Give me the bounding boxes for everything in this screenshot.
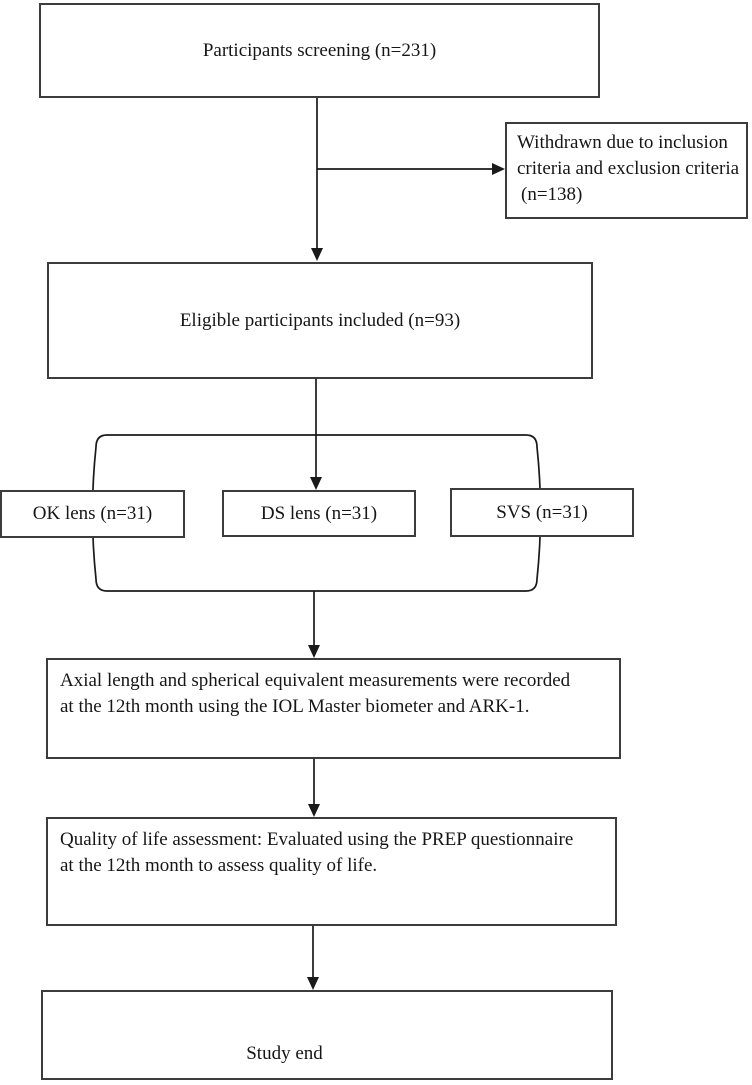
- participants-screening-label: Participants screening (n=231): [202, 39, 437, 61]
- connector-branch-to-withdrawn: [317, 163, 505, 175]
- arrow-down-icon: [310, 477, 322, 490]
- box-measurements: Axial length and spherical equivalent me…: [46, 658, 621, 759]
- svs-label: SVS (n=31): [496, 501, 588, 523]
- arrow-right-icon: [492, 163, 505, 175]
- arrow-down-icon: [308, 645, 320, 658]
- eligible-participants-label: Eligible participants included (n=93): [179, 309, 461, 331]
- box-quality-of-life: Quality of life assessment: Evaluated us…: [46, 817, 617, 926]
- arrow-down-icon: [307, 977, 319, 990]
- arrow-down-icon: [308, 804, 320, 817]
- box-ok-lens-group: OK lens (n=31): [0, 490, 185, 538]
- measurements-line-2: at the 12th month using the IOL Master b…: [60, 695, 530, 717]
- connector-qol-to-study-end: [307, 926, 319, 990]
- box-withdrawn: Withdrawn due to inclusion criteria and …: [505, 122, 748, 219]
- group-bracket-shape: [91, 434, 542, 592]
- connector-screening-to-eligible: [311, 98, 323, 261]
- box-ds-lens-group: DS lens (n=31): [222, 490, 416, 537]
- connector-groups-to-measurements: [308, 591, 320, 658]
- box-svs-group: SVS (n=31): [450, 488, 634, 537]
- connector-measurements-to-qol: [308, 759, 320, 817]
- connector-eligible-to-groups: [310, 379, 322, 490]
- arrow-down-icon: [311, 248, 323, 261]
- ds-lens-label: DS lens (n=31): [260, 502, 378, 524]
- withdrawn-line-2: criteria and exclusion criteria: [517, 158, 740, 179]
- quality-of-life-line-2: at the 12th month to assess quality of l…: [60, 854, 378, 876]
- withdrawn-line-1: Withdrawn due to inclusion: [517, 132, 728, 153]
- box-participants-screening: Participants screening (n=231): [39, 3, 600, 98]
- box-eligible-participants: Eligible participants included (n=93): [47, 262, 593, 379]
- withdrawn-line-3: (n=138): [521, 184, 583, 205]
- quality-of-life-line-1: Quality of life assessment: Evaluated us…: [60, 829, 574, 850]
- study-end-label: Study end: [246, 1043, 323, 1065]
- box-study-end: Study end: [41, 990, 613, 1080]
- measurements-line-1: Axial length and spherical equivalent me…: [60, 670, 571, 691]
- ok-lens-label: OK lens (n=31): [32, 503, 153, 525]
